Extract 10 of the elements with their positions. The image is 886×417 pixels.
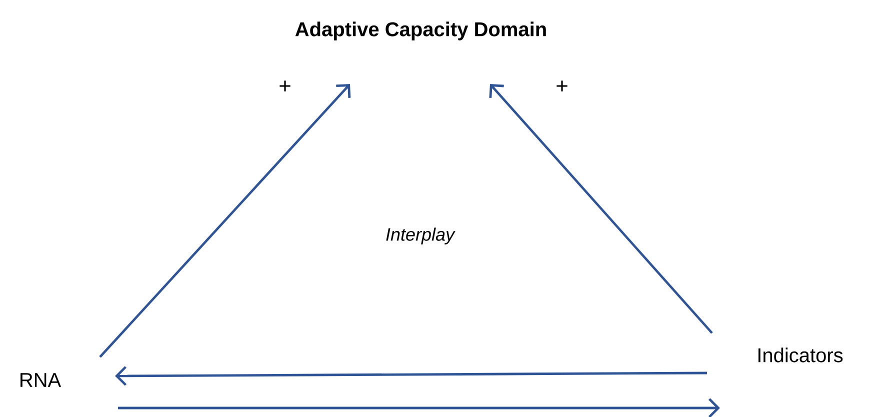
- arrow: [115, 366, 707, 386]
- edge-label: +: [280, 80, 290, 92]
- arrow: [118, 398, 720, 417]
- edge-label: +: [556, 80, 568, 92]
- node-text: Indicators: [758, 348, 843, 362]
- label: Interplay: [386, 228, 456, 244]
- node-text: RNA: [20, 373, 62, 387]
- arrow: [99, 84, 351, 358]
- node-text: Adaptive Capacity Domain: [295, 22, 546, 40]
- arrow: [489, 84, 713, 334]
